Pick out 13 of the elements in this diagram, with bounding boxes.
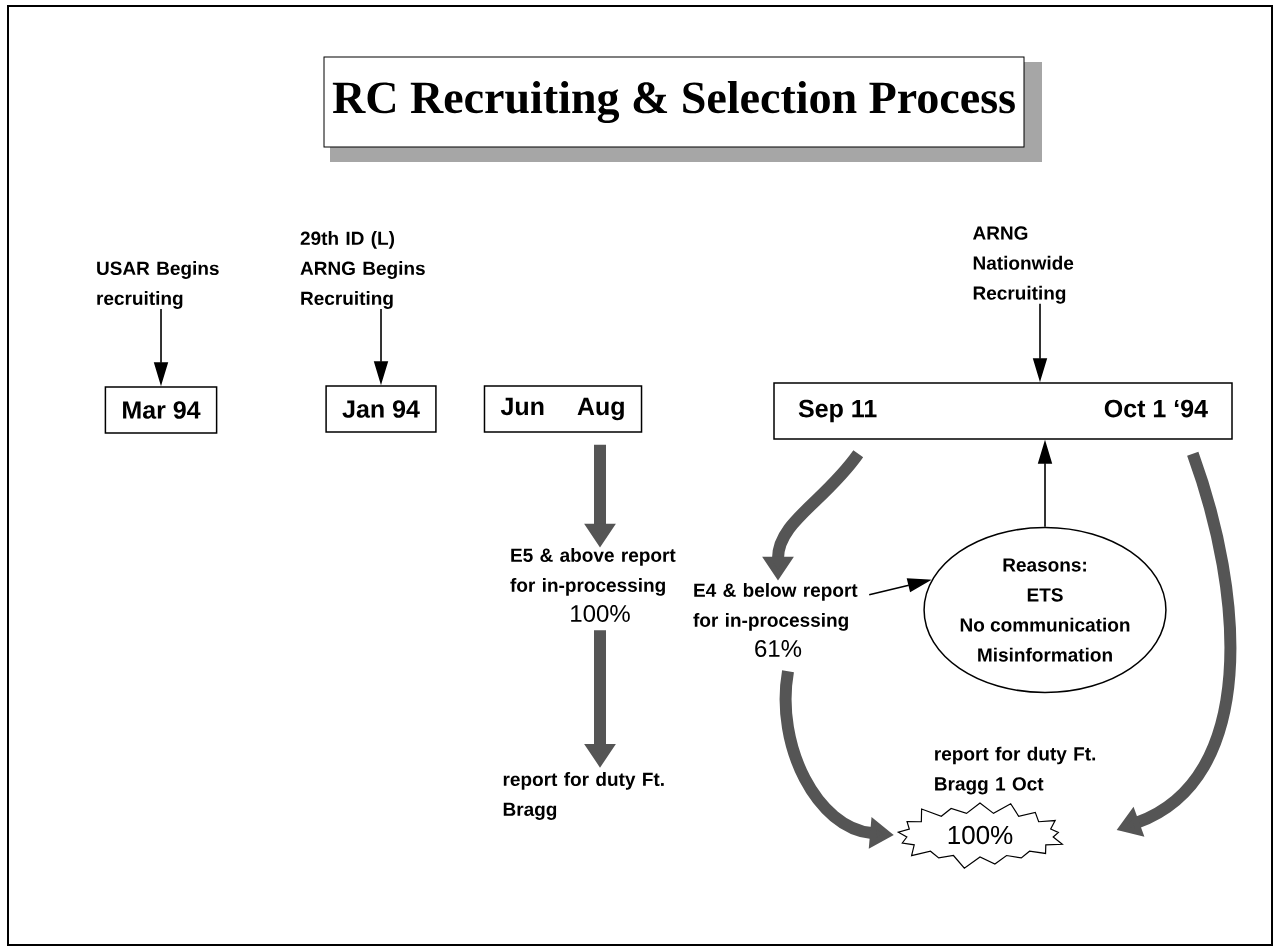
label-text: E4 & below report for in-processing 61% [693,583,858,657]
date-box: Mar 94 [104,386,218,434]
date-box: Sep 11 Oct 1 ‘94 [773,382,1233,440]
label-text: E5 & above report for in-processing 100% [510,548,676,622]
label-text: report for duty Ft. Bragg [503,772,664,820]
date-box: Jan 94 [325,385,437,433]
label-text: ARNG Nationwide Recruiting [973,226,1074,304]
label-text: USAR Begins recruiting [97,261,219,309]
date-box: Jun Aug [483,385,643,433]
starburst: 100% [896,802,1064,869]
node-caption: report for duty Ft. Bragg 1 Oct [935,746,1096,795]
label-text: 29th ID (L) ARNG Begins Recruiting [300,231,425,309]
title-box: RC Recruiting & Selection Process [323,56,1042,162]
